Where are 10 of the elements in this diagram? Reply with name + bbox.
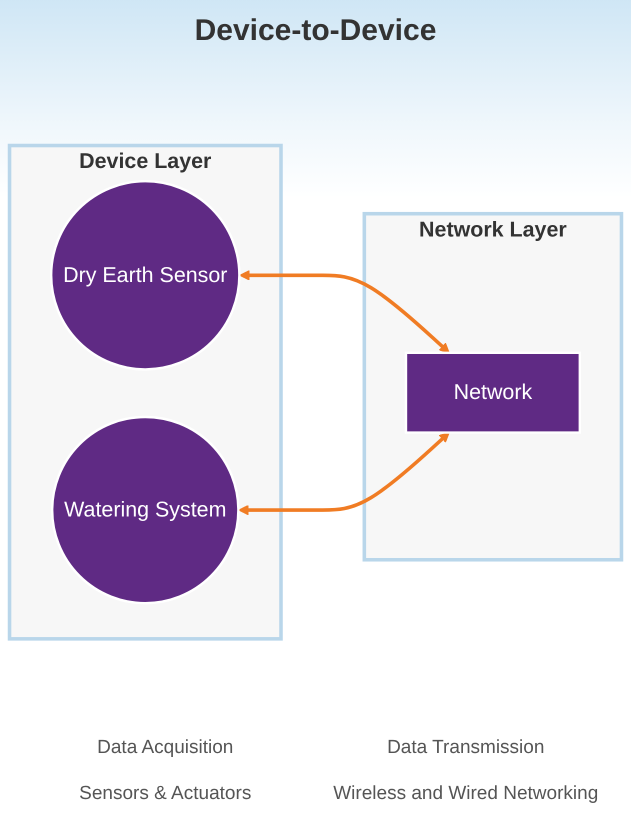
node-circle: Watering System: [51, 416, 240, 605]
arrow: [239, 270, 450, 354]
arrow: [238, 432, 450, 516]
node-circle: Dry Earth Sensor: [50, 180, 241, 371]
diagram-title: Device-to-Device: [194, 13, 438, 49]
column-note: Wireless and Wired Networking: [333, 783, 598, 805]
column-note: Sensors & Actuators: [79, 783, 252, 805]
node-box: Network: [404, 352, 581, 434]
column-note: Data Transmission: [387, 737, 544, 759]
column-note: Data Acquisition: [97, 737, 234, 759]
